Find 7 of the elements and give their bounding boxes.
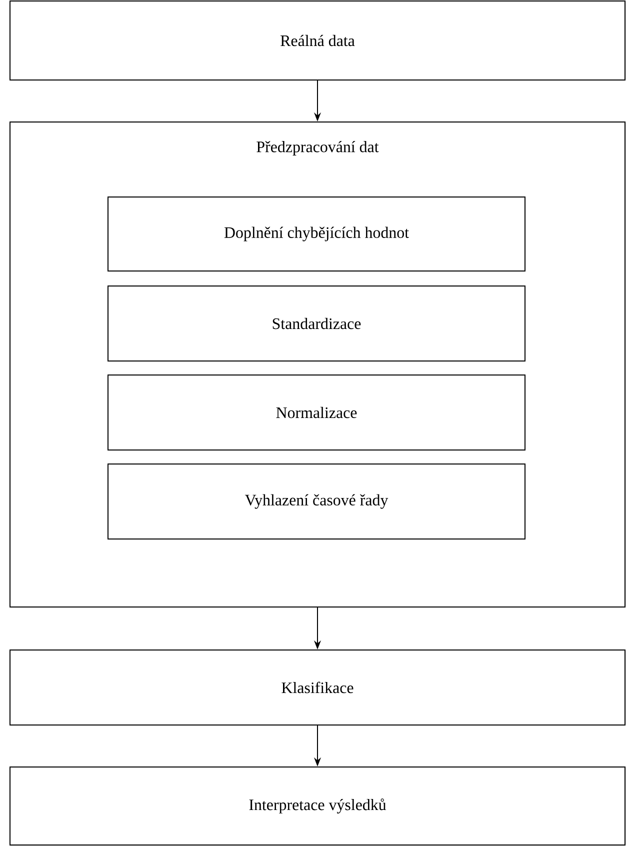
process-box: Vyhlazení časové řady (108, 464, 526, 540)
process-box: Doplnění chybějících hodnot (108, 196, 526, 272)
process-box: Interpretace výsledků (10, 766, 626, 846)
process-box: Klasifikace (10, 650, 626, 726)
process-box: Normalizace (108, 374, 526, 450)
process-box: Standardizace (108, 286, 526, 362)
process-box: Reálná data (10, 0, 626, 80)
